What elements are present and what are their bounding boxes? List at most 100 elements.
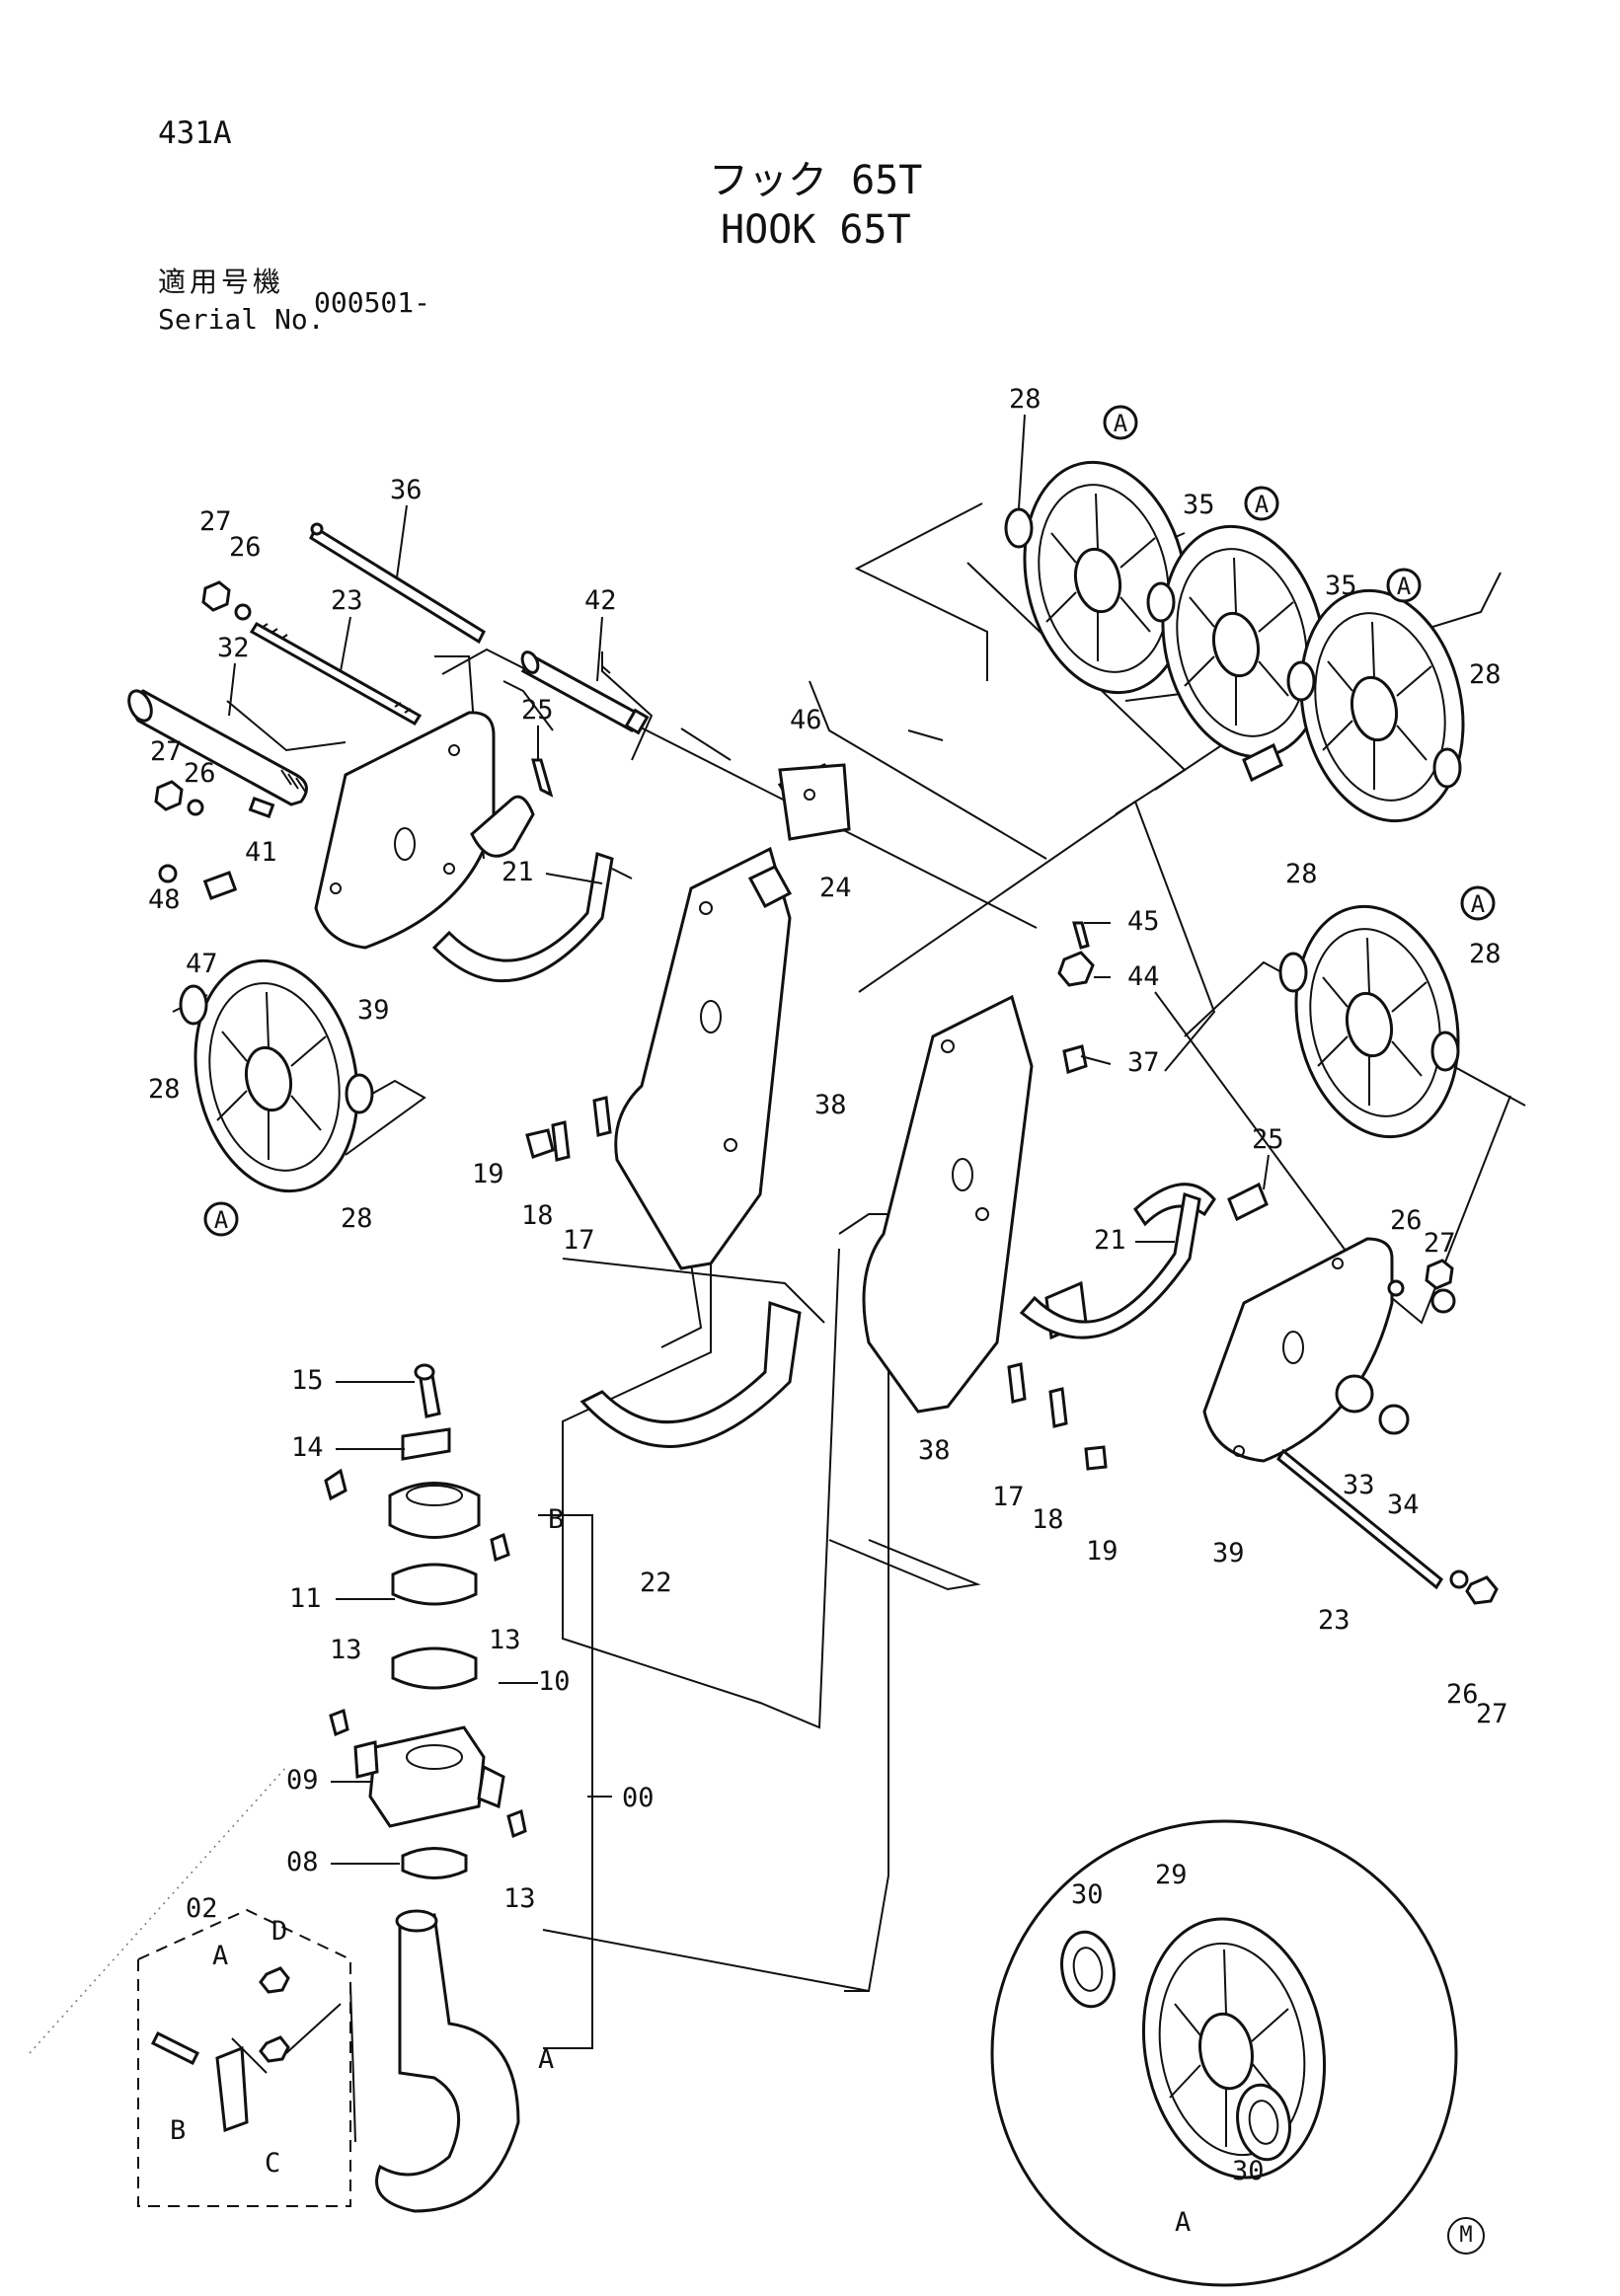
callout-28: 28 (341, 1203, 373, 1234)
maker-mark-icon: M (1447, 2217, 1485, 2255)
callout-labels: 28 36 27 26 23 32 42 35 35 28 27 26 25 4… (148, 384, 1508, 2238)
callout-19: 19 (472, 1159, 504, 1189)
callout-A: A (1175, 2207, 1191, 2238)
callout-26: 26 (1390, 1205, 1423, 1236)
callout-09: 09 (286, 1765, 319, 1796)
circled-A-marker: A (1471, 890, 1486, 918)
part-21-22-guards (431, 852, 1201, 1448)
callout-A: A (212, 1941, 228, 1971)
callout-14: 14 (291, 1432, 324, 1463)
callout-36: 36 (390, 475, 423, 505)
callout-39: 39 (1212, 1538, 1245, 1569)
callout-30: 30 (1071, 1879, 1104, 1910)
callout-37: 37 (1127, 1047, 1160, 1078)
callout-28: 28 (1469, 939, 1502, 969)
callout-45: 45 (1127, 906, 1160, 937)
callout-27: 27 (1476, 1699, 1508, 1729)
title-japanese: フック 65T (709, 158, 923, 203)
callout-21: 21 (1094, 1225, 1126, 1256)
callout-13: 13 (489, 1625, 521, 1655)
circled-A-markers: A A A A A (203, 405, 1496, 1237)
part-39-side-plate-right (1202, 1237, 1394, 1463)
callout-11: 11 (289, 1583, 322, 1614)
callout-27: 27 (1424, 1228, 1456, 1259)
part-32-main-pin (127, 689, 308, 806)
callout-23: 23 (1318, 1605, 1350, 1636)
callout-30: 30 (1232, 2156, 1265, 2186)
rings-28-35 (179, 507, 1462, 1114)
callout-47: 47 (186, 949, 218, 979)
leader-lines (228, 414, 1270, 1865)
page-code: 431A (158, 115, 232, 151)
serial-label-japanese: 適用号機 (158, 266, 285, 298)
part-36-long-pin (309, 522, 486, 645)
callout-28: 28 (148, 1074, 181, 1105)
callout-18: 18 (1032, 1504, 1064, 1535)
callout-13: 13 (503, 1883, 536, 1914)
callout-26: 26 (229, 532, 262, 563)
circled-A-marker: A (1255, 491, 1270, 518)
callout-18: 18 (521, 1200, 554, 1231)
callout-B: B (170, 2115, 186, 2146)
sheave-4-right (1294, 904, 1460, 1139)
circled-A-marker: A (1397, 573, 1412, 600)
callout-21: 21 (501, 857, 534, 887)
callout-15: 15 (291, 1365, 324, 1396)
callout-35: 35 (1325, 571, 1357, 601)
part-38-center-plate-left (614, 846, 792, 1270)
callout-00: 00 (622, 1783, 655, 1813)
callout-26: 26 (184, 758, 216, 789)
callout-39: 39 (357, 995, 390, 1026)
callout-24: 24 (819, 873, 852, 903)
callout-38: 38 (918, 1435, 951, 1466)
part-42-pin (520, 651, 650, 735)
part-23-tie-rod-upper (249, 621, 423, 727)
callout-33: 33 (1343, 1470, 1375, 1500)
callout-26: 26 (1446, 1679, 1479, 1710)
detail-02-lock-group (137, 1908, 351, 2207)
serial-label-english: Serial No. (158, 303, 325, 336)
sheave-2-top (1161, 524, 1327, 759)
sheave-1-top (1023, 460, 1189, 695)
callout-28: 28 (1009, 384, 1041, 415)
callout-17: 17 (992, 1482, 1025, 1512)
callout-46: 46 (790, 705, 822, 735)
callout-08: 08 (286, 1847, 319, 1877)
circled-A-marker: A (1114, 410, 1128, 437)
callout-42: 42 (584, 585, 617, 616)
callout-41: 41 (245, 837, 277, 868)
callout-23: 23 (331, 585, 363, 616)
callout-38: 38 (814, 1090, 847, 1120)
callout-48: 48 (148, 884, 181, 915)
callout-27: 27 (150, 736, 183, 767)
callout-C: C (265, 2148, 280, 2179)
title-english: HOOK 65T (721, 207, 911, 253)
callout-A: A (538, 2044, 554, 2075)
part-39-side-plate-left (314, 711, 496, 950)
callout-D: D (271, 1916, 287, 1947)
hook-assembly (324, 1363, 527, 2213)
callout-25: 25 (1252, 1124, 1284, 1155)
callout-34: 34 (1387, 1490, 1420, 1520)
callout-13: 13 (330, 1635, 362, 1665)
callout-27: 27 (199, 506, 232, 537)
callout-B: B (548, 1504, 564, 1535)
callout-19: 19 (1086, 1536, 1119, 1567)
part-24-46-brackets (778, 763, 851, 841)
callout-10: 10 (538, 1666, 571, 1697)
sheave-5-left (193, 958, 359, 1193)
callout-44: 44 (1127, 961, 1160, 992)
callout-22: 22 (640, 1568, 672, 1598)
part-38-center-plate-right (862, 994, 1034, 1414)
serial-number-value: 000501- (314, 286, 431, 319)
callout-02: 02 (186, 1893, 218, 1924)
sheave-3-top (1299, 588, 1465, 823)
callout-29: 29 (1155, 1860, 1188, 1890)
callout-17: 17 (563, 1225, 595, 1256)
callout-28: 28 (1285, 859, 1318, 889)
callout-32: 32 (217, 633, 250, 663)
detail-view-A (990, 1819, 1458, 2287)
callout-28: 28 (1469, 659, 1502, 690)
callout-35: 35 (1183, 490, 1215, 520)
